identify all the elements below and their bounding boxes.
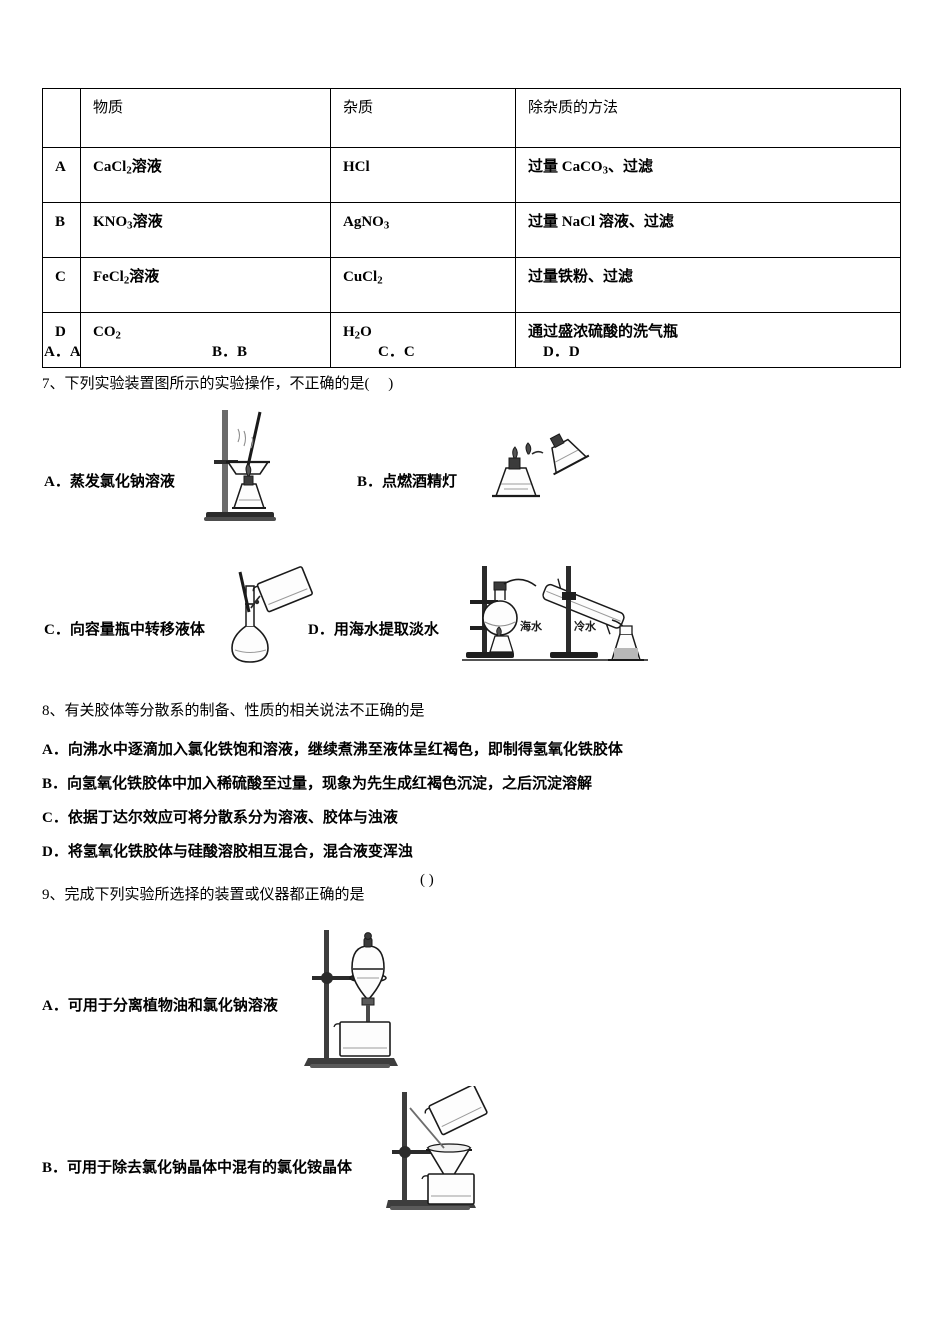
- substance-subscript: 2: [126, 164, 132, 177]
- question8-option-b[interactable]: B．向氢氧化铁胶体中加入稀硫酸至过量，现象为先生成红褐色沉淀，之后沉淀溶解: [42, 776, 593, 792]
- row-substance: KNO3溶液: [80, 202, 331, 258]
- answer-option-a[interactable]: A．A: [44, 344, 81, 360]
- answer-option-d[interactable]: D．D: [543, 344, 580, 360]
- row-method: 过量铁粉、过滤: [515, 257, 901, 313]
- impurity-formula: CuCl: [343, 269, 378, 285]
- row-impurity: H2O: [330, 312, 516, 368]
- impurity-subscript: 2: [377, 274, 383, 287]
- method-subscript: 3: [602, 164, 608, 177]
- method-head: 过量 CaCO: [528, 159, 603, 175]
- row-impurity: AgNO3: [330, 202, 516, 258]
- impurity-formula: AgNO: [343, 214, 384, 230]
- question7-option-a-label[interactable]: A．蒸发氯化钠溶液: [44, 474, 175, 490]
- table-row: D CO2 H2O 通过盛浓硫酸的洗气瓶: [42, 312, 901, 368]
- answer-option-c[interactable]: C．C: [378, 344, 415, 360]
- method-head: 过量铁粉、过滤: [528, 269, 634, 285]
- row-method: 过量 CaCO3、过滤: [515, 147, 901, 203]
- substance-formula: CaCl: [93, 159, 127, 175]
- row-label: C: [42, 257, 81, 313]
- table-row: A CaCl2溶液 HCl 过量 CaCO3、过滤: [42, 147, 901, 203]
- distillation-apparatus-figure: 海水 冷水: [462, 560, 648, 668]
- row-method: 通过盛浓硫酸的洗气瓶: [515, 312, 901, 368]
- method-head: 通过盛浓硫酸的洗气瓶: [528, 324, 679, 340]
- substance-subscript: 2: [123, 274, 130, 287]
- table-row: C FeCl2溶液 CuCl2 过量铁粉、过滤: [42, 257, 901, 313]
- separatory-funnel-apparatus-figure: [302, 922, 418, 1078]
- impurity-removal-table: 物质 杂质 除杂质的方法 A CaCl2溶液 HCl 过量 CaCO3、过滤 B…: [42, 88, 901, 368]
- question9-option-a-label[interactable]: A．可用于分离植物油和氯化钠溶液: [42, 998, 278, 1014]
- evaporation-apparatus-figure: [196, 404, 308, 526]
- impurity-formula: H: [343, 324, 355, 340]
- substance-tail: 溶液: [131, 159, 162, 175]
- header-cell-impurity: 杂质: [330, 88, 516, 148]
- alcohol-lamp-lighting-figure: [482, 424, 598, 506]
- filtration-apparatus-figure: [386, 1086, 498, 1218]
- row-substance: CaCl2溶液: [80, 147, 331, 203]
- header-cell-blank: [42, 88, 81, 148]
- row-label: D: [42, 312, 81, 368]
- question8-option-a[interactable]: A．向沸水中逐滴加入氯化铁饱和溶液，继续煮沸至液体呈红褐色，即制得氢氧化铁胶体: [42, 742, 623, 758]
- table-row: B KNO3溶液 AgNO3 过量 NaCl 溶液、过滤: [42, 202, 901, 258]
- substance-subscript: 3: [127, 219, 133, 232]
- substance-formula: FeCl: [93, 269, 124, 285]
- impurity-tail: O: [360, 324, 372, 340]
- impurity-subscript: 3: [383, 219, 390, 232]
- table-header-row: 物质 杂质 除杂质的方法: [42, 88, 901, 148]
- question9-option-b-label[interactable]: B．可用于除去氯化钠晶体中混有的氯化铵晶体: [42, 1160, 353, 1176]
- question7-option-b-label[interactable]: B．点燃酒精灯: [357, 474, 458, 490]
- substance-tail: 溶液: [129, 269, 160, 285]
- method-head: 过量 NaCl 溶液、过滤: [528, 214, 674, 230]
- row-label: B: [42, 202, 81, 258]
- question8-option-c[interactable]: C．依据丁达尔效应可将分散系分为溶液、胶体与浊液: [42, 810, 398, 826]
- question8-stem: 8、有关胶体等分散系的制备、性质的相关说法不正确的是: [42, 703, 425, 719]
- figure-label-cold-water: 冷水: [574, 619, 597, 633]
- method-tail: 、过滤: [608, 159, 654, 175]
- row-method: 过量 NaCl 溶液、过滤: [515, 202, 901, 258]
- question9-stem: 9、完成下列实验所选择的装置或仪器都正确的是: [42, 887, 365, 903]
- substance-formula: CO: [93, 324, 116, 340]
- header-cell-substance: 物质: [80, 88, 331, 148]
- question7-stem: 7、下列实验装置图所示的实验操作，不正确的是( ): [42, 376, 394, 392]
- question8-option-d[interactable]: D．将氢氧化铁胶体与硅酸溶胶相互混合，混合液变浑浊: [42, 844, 413, 860]
- volumetric-flask-transfer-figure: [216, 566, 322, 664]
- row-label: A: [42, 147, 81, 203]
- answer-option-b[interactable]: B．B: [212, 344, 248, 360]
- substance-formula: KNO: [93, 214, 128, 230]
- header-cell-method: 除杂质的方法: [515, 88, 901, 148]
- row-impurity: CuCl2: [330, 257, 516, 313]
- question9-answer-parenthesis[interactable]: ( ): [420, 872, 434, 888]
- question7-option-d-label[interactable]: D．用海水提取淡水: [308, 622, 439, 638]
- row-substance: FeCl2溶液: [80, 257, 331, 313]
- question7-option-c-label[interactable]: C．向容量瓶中转移液体: [44, 622, 205, 638]
- impurity-subscript: 2: [354, 329, 361, 342]
- substance-tail: 溶液: [132, 214, 163, 230]
- answer-options-row: A．A B．B C．C D．D: [44, 340, 904, 361]
- figure-label-seawater: 海水: [520, 619, 543, 633]
- row-substance: CO2: [80, 312, 331, 368]
- row-impurity: HCl: [330, 147, 516, 203]
- substance-subscript: 2: [115, 329, 121, 342]
